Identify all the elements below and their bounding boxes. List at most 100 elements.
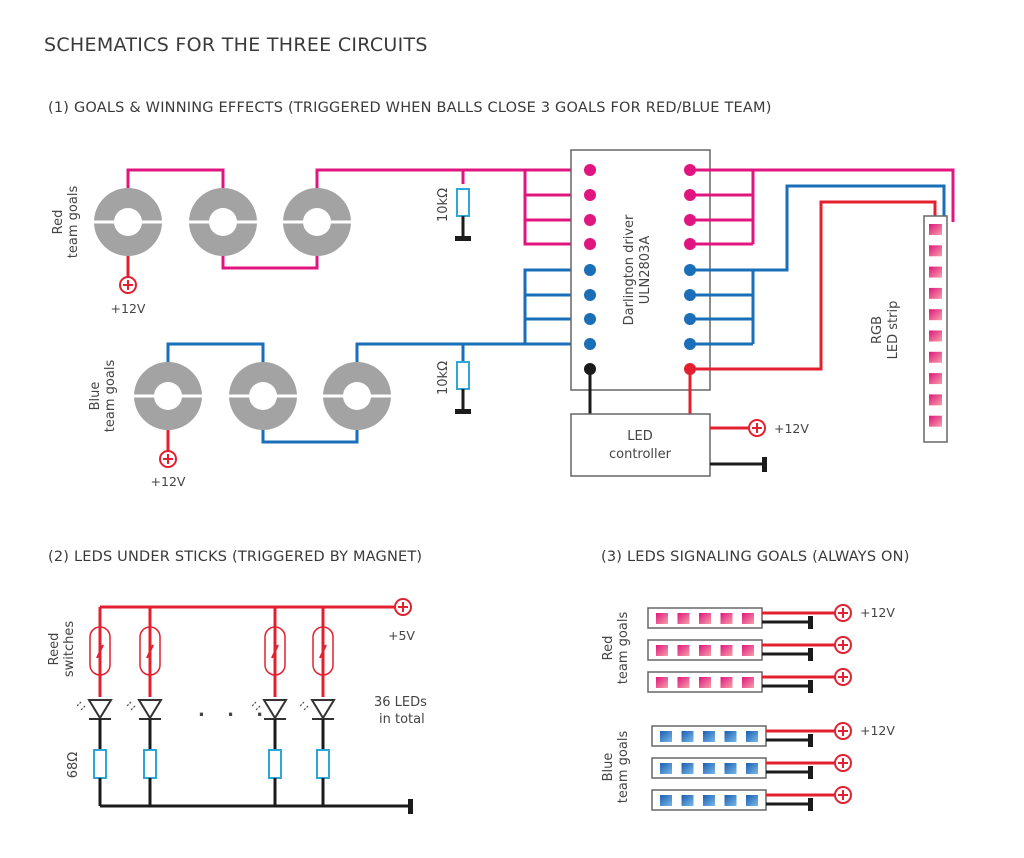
resistor-68 bbox=[93, 749, 107, 779]
red-goal-wire-1 bbox=[126, 168, 225, 188]
strip-led bbox=[929, 415, 942, 427]
reed-switch bbox=[312, 626, 334, 676]
strip-led bbox=[929, 330, 942, 342]
blue-goals-label-1: Blue bbox=[88, 382, 103, 411]
red-goal-wire-2 bbox=[221, 256, 319, 270]
ground-icon bbox=[808, 798, 813, 811]
signal-led bbox=[677, 677, 690, 688]
plus-terminal-icon bbox=[834, 754, 852, 772]
plus-terminal-icon bbox=[748, 419, 766, 437]
controller-supply: +12V bbox=[774, 421, 809, 436]
red-output-wires bbox=[690, 168, 955, 246]
resistor-68 bbox=[268, 749, 282, 779]
plus-terminal-icon bbox=[394, 598, 412, 616]
led-branch bbox=[250, 607, 288, 806]
red-goal-2 bbox=[188, 188, 258, 256]
red-goals-label-2: team goals bbox=[66, 186, 81, 259]
reed-contact bbox=[146, 644, 154, 659]
led-diode-icon bbox=[262, 699, 288, 720]
supply-5v-label: +5V bbox=[388, 628, 415, 643]
led-diode-icon bbox=[87, 699, 113, 720]
signal-led bbox=[660, 763, 672, 774]
signal-led bbox=[742, 613, 754, 624]
signal-led bbox=[699, 677, 711, 688]
strip-led bbox=[929, 351, 942, 363]
controller-label-1: LED bbox=[627, 429, 652, 444]
signal-led bbox=[720, 677, 733, 688]
chip-label-1: Darlington driver bbox=[622, 214, 637, 325]
blue-goals-label-2: team goals bbox=[103, 360, 118, 433]
pulldown-resistor-red bbox=[456, 188, 470, 217]
blue-goal-wire-1 bbox=[166, 342, 265, 362]
s3-red-supply: +12V bbox=[860, 605, 895, 620]
blue-goal-wire-2 bbox=[261, 430, 359, 444]
ground-icon bbox=[808, 648, 813, 661]
signal-led-bar bbox=[647, 604, 852, 629]
blue-output-wires bbox=[690, 184, 946, 346]
s3-blue-label-2: team goals bbox=[616, 731, 631, 804]
pulldown-resistor-blue bbox=[456, 361, 470, 390]
red-goal-bus bbox=[315, 168, 590, 188]
controller-label-2: controller bbox=[609, 447, 672, 462]
led-count-label-2: in total bbox=[379, 712, 425, 727]
reed-contact bbox=[96, 644, 104, 659]
plus-terminal-icon bbox=[834, 722, 852, 740]
signal-led bbox=[703, 731, 715, 742]
strip-led bbox=[929, 287, 942, 299]
signal-led-bar bbox=[651, 722, 852, 747]
plus-terminal-icon bbox=[119, 276, 137, 294]
s3-blue-label-1: Blue bbox=[601, 753, 616, 782]
resistor-68 bbox=[316, 749, 330, 779]
signal-led bbox=[720, 645, 733, 656]
plus-terminal-icon bbox=[834, 604, 852, 622]
signal-led bbox=[660, 731, 672, 742]
section2-heading: (2) LEDS UNDER STICKS (TRIGGERED BY MAGN… bbox=[48, 549, 422, 565]
signal-led bbox=[703, 795, 715, 806]
signal-led bbox=[724, 731, 737, 742]
ground-icon bbox=[808, 766, 813, 779]
ground-icon bbox=[762, 457, 767, 472]
signal-led bbox=[656, 613, 668, 624]
chip-pins bbox=[584, 164, 696, 375]
signal-led bbox=[724, 795, 737, 806]
strip-led bbox=[929, 309, 942, 321]
ground-icon bbox=[808, 734, 813, 747]
plus-terminal-icon bbox=[834, 636, 852, 654]
chip-label-2: ULN2803A bbox=[638, 236, 653, 305]
led-branch bbox=[298, 607, 336, 806]
signal-led bbox=[742, 645, 754, 656]
signal-led bbox=[656, 645, 668, 656]
reed-contact bbox=[271, 644, 279, 659]
reed-switch bbox=[139, 626, 161, 676]
signal-led bbox=[656, 677, 668, 688]
led-count-label-1: 36 LEDs bbox=[374, 695, 427, 710]
signal-led-bar bbox=[647, 636, 852, 661]
ground-icon bbox=[455, 236, 471, 241]
ellipsis: . . . bbox=[198, 700, 271, 721]
blue-goals-supply: +12V bbox=[151, 474, 186, 489]
signal-led-bar bbox=[647, 668, 852, 693]
strip-led bbox=[929, 373, 942, 385]
signal-led bbox=[746, 731, 758, 742]
led-branch bbox=[125, 607, 163, 806]
resistor-label-bottom: 10kΩ bbox=[436, 361, 451, 395]
s3-blue-supply: +12V bbox=[860, 723, 895, 738]
led-controller bbox=[570, 413, 711, 477]
section1-heading: (1) GOALS & WINNING EFFECTS (TRIGGERED W… bbox=[48, 100, 772, 116]
strip-leds bbox=[929, 224, 942, 427]
red-goals-supply: +12V bbox=[111, 301, 146, 316]
strip-led bbox=[929, 224, 942, 235]
reed-label-2: switches bbox=[62, 621, 77, 677]
light-emission-icon bbox=[125, 701, 136, 712]
red-channel-wire bbox=[690, 200, 937, 371]
signal-bars bbox=[647, 604, 852, 811]
strip-led bbox=[929, 266, 942, 278]
light-emission-icon bbox=[75, 701, 86, 712]
section1-circuit: Red team goals 10kΩ +12V Blue team goals… bbox=[51, 149, 955, 489]
resistor-label-top: 10kΩ bbox=[436, 188, 451, 222]
section3-heading: (3) LEDS SIGNALING GOALS (ALWAYS ON) bbox=[601, 549, 910, 565]
light-emission-icon bbox=[250, 701, 261, 712]
signal-led bbox=[677, 645, 690, 656]
signal-led bbox=[720, 613, 733, 624]
plus-terminal-icon bbox=[834, 786, 852, 804]
